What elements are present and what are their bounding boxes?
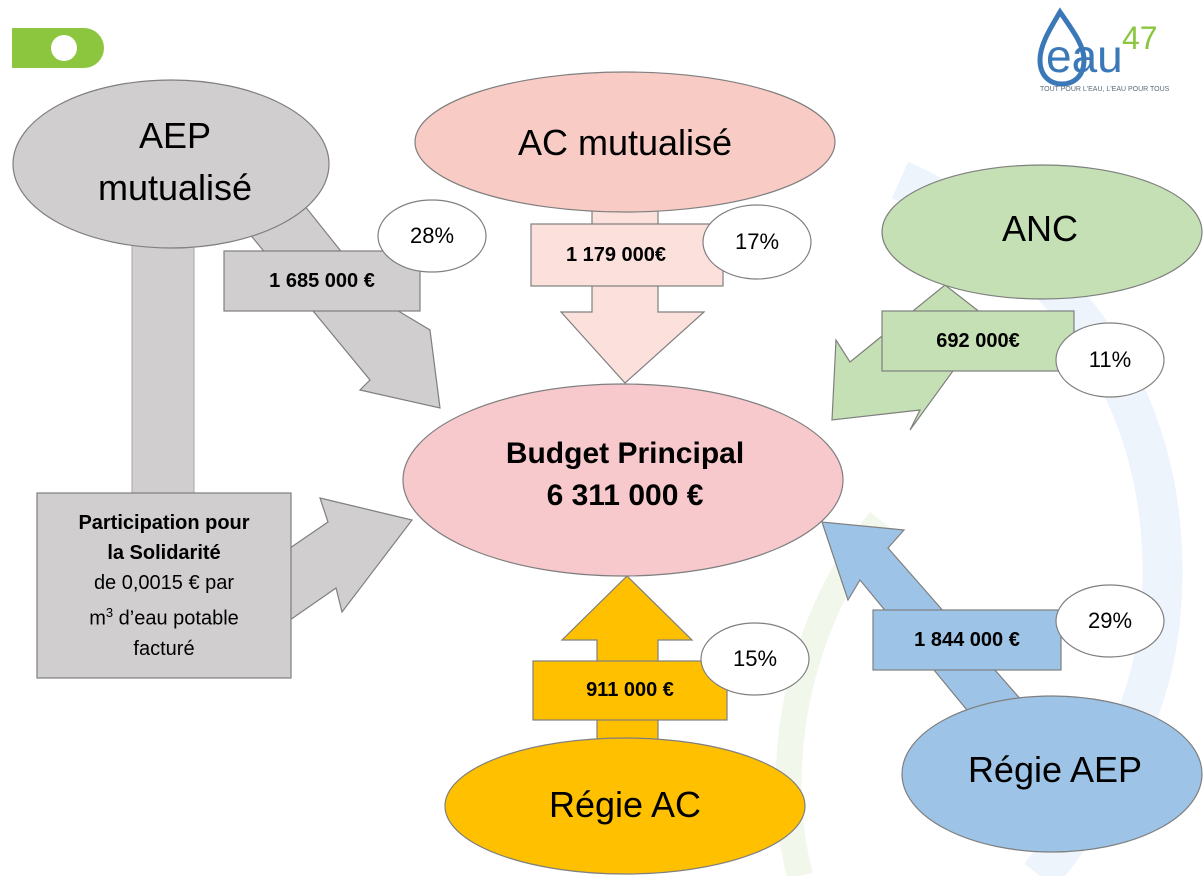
aep-mutualise-ellipse bbox=[12, 79, 330, 249]
regie-aep-ellipse bbox=[901, 695, 1203, 853]
anc-amount-label: 692 000€ bbox=[936, 329, 1020, 352]
solidarite-line5: facturé bbox=[133, 637, 195, 660]
anc-percent-ellipse bbox=[1055, 322, 1165, 398]
regie-aep-label: Régie AEP bbox=[967, 749, 1143, 790]
aep-amount-box bbox=[223, 250, 421, 312]
solidarite-arrow bbox=[289, 497, 414, 622]
toggle-switch-icon bbox=[12, 28, 104, 68]
solidarite-line4: m3 d’eau potable bbox=[89, 598, 239, 634]
budget-principal-amount: 6 311 000 € bbox=[546, 479, 704, 512]
regie-aep-percent-ellipse bbox=[1055, 584, 1165, 658]
budget-principal-text: Budget Principal 6 311 000 € bbox=[430, 430, 820, 520]
regie-aep-percent-label: 29% bbox=[1087, 608, 1133, 633]
ac-amount-box bbox=[530, 223, 724, 287]
regie-ac-percent-ellipse bbox=[700, 622, 810, 696]
solidarite-text: Participation pour la Solidarité de 0,00… bbox=[40, 497, 288, 675]
aep-mutualise-label-line1: AEP bbox=[138, 115, 212, 156]
ac-percent-ellipse bbox=[702, 204, 812, 280]
aep-amount-label: 1 685 000 € bbox=[269, 269, 375, 292]
aep-vertical-connector bbox=[131, 214, 195, 501]
aep-percent-label: 28% bbox=[409, 223, 455, 248]
regie-aep-amount-label: 1 844 000 € bbox=[914, 628, 1020, 651]
solidarite-line1: Participation pour bbox=[78, 512, 250, 535]
logo-main-text: eau bbox=[1046, 30, 1123, 82]
solidarite-line4-pre: m bbox=[89, 607, 106, 630]
anc-amount-box bbox=[881, 310, 1075, 372]
solidarite-line4-post: d’eau potable bbox=[113, 607, 239, 630]
regie-ac-percent-label: 15% bbox=[732, 646, 778, 671]
ac-mutualise-label: AC mutualisé bbox=[517, 122, 733, 163]
solidarite-line4-sup: 3 bbox=[105, 605, 114, 621]
logo-tagline: TOUT POUR L'EAU, L'EAU POUR TOUS bbox=[1040, 86, 1170, 93]
solidarite-line3: de 0,0015 € par bbox=[93, 572, 235, 595]
anc-percent-label: 11% bbox=[1088, 347, 1132, 372]
ac-percent-label: 17% bbox=[734, 229, 780, 254]
ac-mutualise-ellipse bbox=[414, 71, 836, 213]
solidarite-box bbox=[36, 492, 292, 679]
regie-ac-amount-label: 911 000 € bbox=[586, 678, 674, 701]
regie-ac-ellipse bbox=[444, 737, 806, 875]
anc-label: ANC bbox=[1001, 208, 1078, 249]
regie-ac-label: Régie AC bbox=[548, 784, 702, 825]
anc-ellipse bbox=[881, 164, 1203, 300]
eau47-logo bbox=[1037, 7, 1087, 87]
aep-percent-ellipse bbox=[377, 199, 487, 273]
regie-aep-amount-box bbox=[872, 609, 1062, 671]
regie-ac-arrow bbox=[560, 575, 694, 741]
solidarite-line2: la Solidarité bbox=[107, 542, 221, 565]
budget-principal-title: Budget Principal bbox=[505, 437, 745, 470]
budget-principal-ellipse bbox=[402, 383, 844, 577]
aep-mutualise-label-line2: mutualisé bbox=[97, 167, 253, 208]
logo-number: 47 bbox=[1122, 19, 1158, 56]
ac-amount-label: 1 179 000€ bbox=[565, 243, 667, 266]
